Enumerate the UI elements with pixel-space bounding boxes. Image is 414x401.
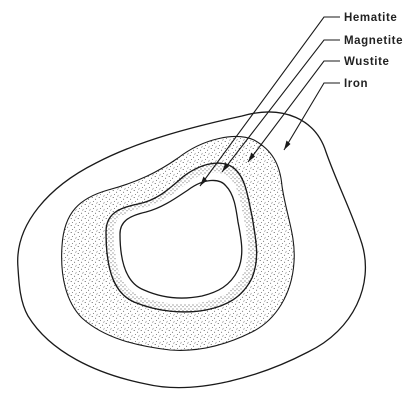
label-wustite: Wustite: [248, 56, 390, 162]
label-text-magnetite: Magnetite: [344, 35, 403, 47]
label-text-wustite: Wustite: [344, 56, 390, 68]
arrowhead-iron: [284, 141, 291, 151]
label-iron: Iron: [284, 78, 368, 150]
magnetite-stippled-layer: [62, 137, 295, 351]
label-text-hematite: Hematite: [344, 12, 397, 24]
label-text-iron: Iron: [344, 78, 368, 90]
